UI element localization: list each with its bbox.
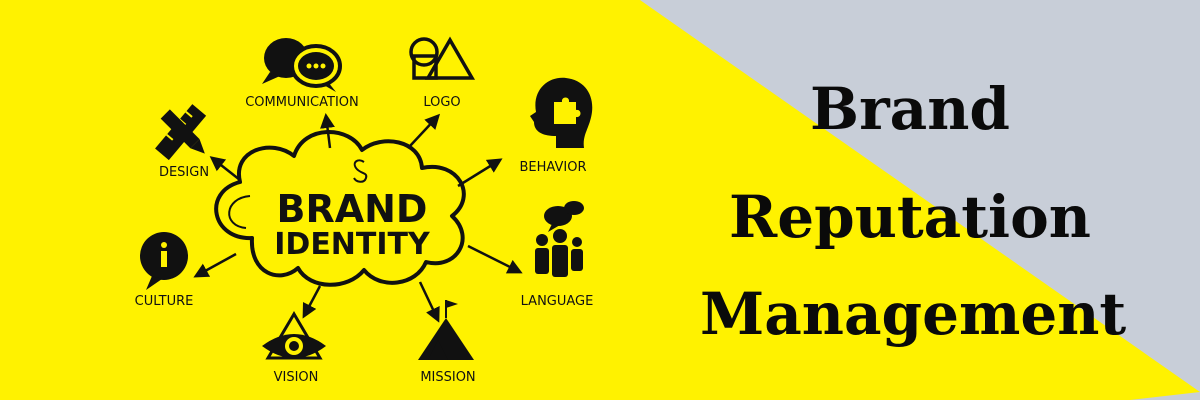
shapes-logo-icon xyxy=(409,36,476,80)
headline-line-2: Reputation xyxy=(729,183,1091,251)
label-vision: VISION xyxy=(274,370,319,385)
grey-triangle-edge xyxy=(1130,392,1200,400)
center-line-1: BRAND xyxy=(277,187,428,231)
eye-pyramid-icon xyxy=(262,311,326,360)
ruler-pencil-icon xyxy=(155,104,207,161)
label-behavior: BEHAVIOR xyxy=(520,160,587,175)
label-logo: LOGO xyxy=(423,95,460,110)
head-puzzle-icon xyxy=(530,77,593,148)
label-culture: CULTURE xyxy=(135,294,194,309)
people-talking-icon xyxy=(535,201,584,277)
label-communication: COMMUNICATION xyxy=(245,95,359,110)
headline-line-3: Management xyxy=(700,280,1127,348)
brand-identity-cloud xyxy=(214,130,466,287)
label-language: LANGUAGE xyxy=(521,294,594,309)
headline-line-1: Brand xyxy=(810,75,1010,143)
label-mission: MISSION xyxy=(420,370,475,385)
connector-arrows xyxy=(193,113,523,323)
mountain-flag-icon xyxy=(418,300,474,360)
label-design: DESIGN xyxy=(159,165,209,180)
center-line-2: IDENTITY xyxy=(274,227,431,262)
cloud-s-logo-icon xyxy=(353,159,368,183)
info-bubble-icon xyxy=(140,232,188,290)
grey-triangle xyxy=(640,0,1200,392)
speech-bubbles-icon xyxy=(262,38,342,92)
